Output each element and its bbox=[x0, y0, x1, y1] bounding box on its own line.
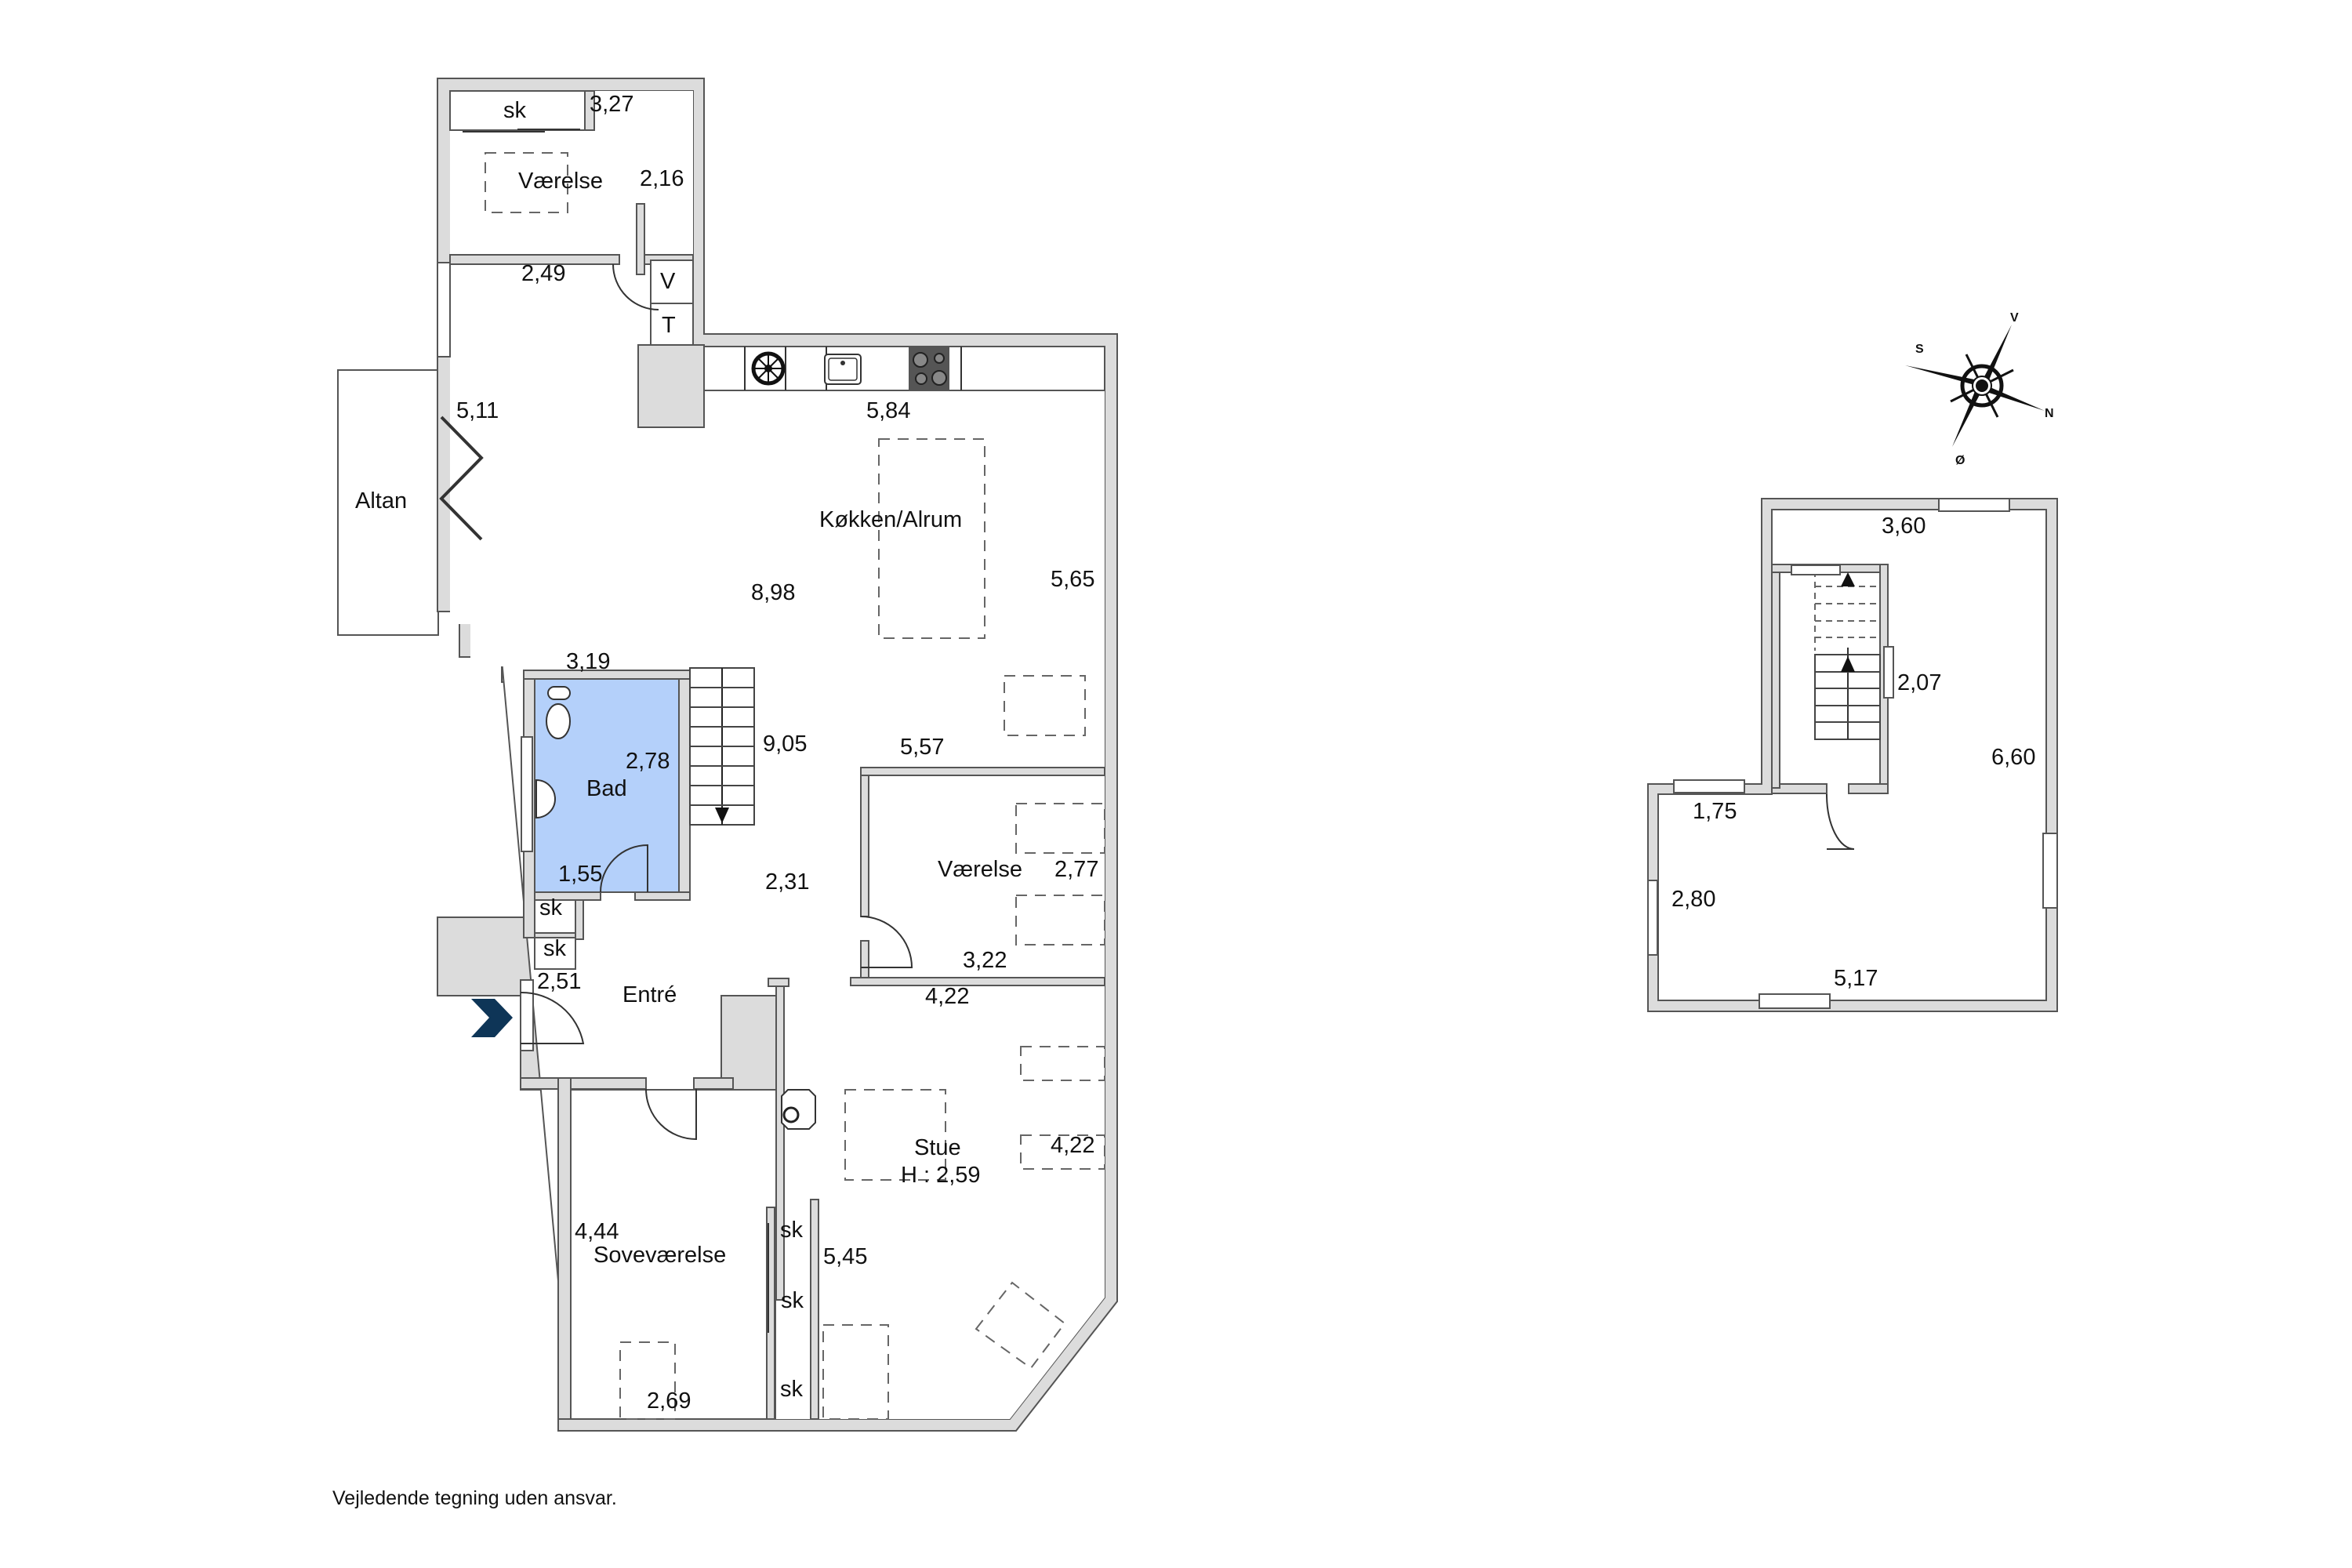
utility-label-t: T bbox=[662, 313, 676, 338]
window bbox=[437, 262, 451, 358]
compass-east-label: Ø bbox=[1955, 454, 1965, 467]
folding-door bbox=[439, 416, 484, 541]
chimney bbox=[637, 344, 705, 428]
closet-label: sk bbox=[543, 936, 567, 961]
dim-label: 4,22 bbox=[1051, 1133, 1094, 1158]
dim-label: 5,45 bbox=[823, 1244, 867, 1269]
furniture-outline bbox=[1004, 675, 1086, 736]
column-block bbox=[720, 995, 777, 1091]
closet-wall bbox=[584, 90, 595, 131]
cooktop-icon bbox=[909, 347, 949, 390]
room2-wall-bottom bbox=[850, 977, 1105, 986]
room-label-bad: Bad bbox=[586, 776, 627, 801]
room-label-altan: Altan bbox=[355, 488, 407, 514]
dim-label: 5,17 bbox=[1834, 966, 1878, 991]
upper-door-swing bbox=[1826, 793, 1855, 850]
utility-v bbox=[650, 260, 694, 304]
kitchen-island-outline bbox=[878, 438, 985, 639]
upper-floor-labels: 3,60 2,07 6,60 1,75 2,80 5,17 bbox=[1671, 514, 2035, 991]
compass-west-label: V bbox=[2010, 311, 2019, 325]
closet-entry-2 bbox=[534, 937, 576, 970]
washbasin-icon bbox=[535, 779, 556, 819]
upper-window-top bbox=[1938, 498, 2010, 512]
dim-label: 2,07 bbox=[1897, 670, 1941, 695]
disclaimer-text: Vejledende tegning uden ansvar. bbox=[332, 1487, 617, 1509]
dim-label: 5,84 bbox=[866, 398, 910, 423]
upper-staircase bbox=[1814, 571, 1881, 740]
wall-closet-stub bbox=[636, 203, 645, 275]
compass-north-label: N bbox=[2045, 407, 2054, 420]
dim-label: 2,51 bbox=[537, 969, 581, 994]
door-swing bbox=[612, 263, 659, 310]
ground-floor-plan bbox=[337, 78, 1118, 1432]
toilet-icon bbox=[546, 686, 571, 739]
wall-stue-left bbox=[775, 985, 785, 1301]
room-label-entre: Entré bbox=[622, 982, 677, 1007]
entry-door-swing bbox=[520, 991, 585, 1044]
room2-door-swing bbox=[860, 916, 913, 968]
bath-wall-bottom-right bbox=[634, 891, 691, 901]
closet-label: sk bbox=[780, 1218, 804, 1243]
dim-label: 3,22 bbox=[963, 948, 1007, 973]
bed-outline bbox=[485, 152, 568, 213]
compass-south-label: S bbox=[1915, 343, 1924, 356]
closet-label: sk bbox=[503, 98, 527, 123]
utility-label-v: V bbox=[660, 269, 676, 294]
dim-label: 4,22 bbox=[925, 984, 969, 1009]
dim-label: 5,65 bbox=[1051, 567, 1094, 592]
dishwasher-icon bbox=[751, 351, 786, 386]
dim-label: 8,98 bbox=[751, 580, 795, 605]
dim-label: 2,80 bbox=[1671, 887, 1715, 912]
bedroom-wall-left bbox=[557, 1077, 572, 1420]
dim-label: 1,55 bbox=[558, 862, 602, 887]
staircase bbox=[689, 667, 755, 826]
closet-label: sk bbox=[781, 1288, 804, 1313]
dim-label: 5,57 bbox=[900, 735, 944, 760]
room2-wall-top bbox=[860, 767, 1105, 776]
dim-label: 5,11 bbox=[456, 398, 499, 423]
dim-label: 1,75 bbox=[1693, 799, 1737, 824]
stue-height-label: H : 2,59 bbox=[901, 1163, 981, 1188]
dim-label: 2,16 bbox=[640, 166, 684, 191]
dim-label: 2,69 bbox=[647, 1388, 691, 1414]
dim-label: 2,49 bbox=[521, 261, 565, 286]
closet-label: sk bbox=[780, 1377, 804, 1402]
bath-wall-right bbox=[678, 678, 691, 893]
utility-t bbox=[650, 303, 694, 347]
bath-window bbox=[521, 736, 533, 852]
wall-vaerelse-bottom bbox=[449, 254, 620, 265]
bath-door-swing bbox=[600, 844, 648, 893]
entry-arrow-icon bbox=[471, 999, 513, 1037]
balcony-outline bbox=[337, 369, 439, 636]
dim-label: 9,05 bbox=[763, 731, 807, 757]
closet-label: sk bbox=[539, 895, 563, 920]
room-label-kitchen: Køkken/Alrum bbox=[819, 507, 962, 532]
stair-arrow-down-icon bbox=[715, 808, 729, 823]
dim-label: 3,60 bbox=[1882, 514, 1926, 539]
dim-label: 3,19 bbox=[566, 649, 610, 674]
room-label-sovevaerelse: Soveværelse bbox=[593, 1243, 726, 1268]
room-label-vaerelse-2: Værelse bbox=[938, 857, 1022, 882]
dim-label: 3,27 bbox=[590, 92, 633, 117]
main-living-area bbox=[450, 91, 1105, 1419]
stair-arrow-up-icon bbox=[1841, 656, 1855, 672]
stair-arrow-up-icon-2 bbox=[1841, 572, 1855, 586]
dim-label: 2,31 bbox=[765, 869, 809, 895]
sink-icon bbox=[824, 354, 862, 385]
upper-floor-plan bbox=[1647, 498, 2058, 1012]
ground-floor-labels: sk 3,27 Værelse 2,16 2,49 V T 5,84 5,11 … bbox=[355, 92, 1098, 1414]
compass-rose: V N S Ø bbox=[1905, 311, 2054, 467]
bedroom-door-swing bbox=[645, 1088, 697, 1141]
dim-label: 6,60 bbox=[1991, 745, 2035, 770]
dim-label: 2,78 bbox=[626, 749, 670, 774]
dim-label: 4,44 bbox=[575, 1219, 619, 1244]
compass-ring bbox=[1960, 364, 2004, 408]
dim-label: 2,77 bbox=[1054, 857, 1098, 882]
wood-stove-icon bbox=[781, 1089, 816, 1130]
room-label-vaerelse-1: Værelse bbox=[518, 169, 603, 194]
room2-wall-left bbox=[860, 775, 869, 917]
room-label-stue: Stue bbox=[914, 1135, 961, 1160]
closet-top bbox=[449, 90, 586, 131]
